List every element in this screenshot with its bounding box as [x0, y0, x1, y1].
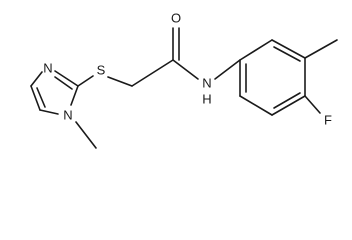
bond-c4-c5-double	[36, 87, 46, 108]
bond-c2-s	[77, 75, 94, 87]
bond-c2-n3	[54, 70, 79, 87]
bond-s-ch2	[107, 76, 133, 87]
bond-ar2-ar3-double	[273, 46, 301, 62]
bond-n-aryl	[214, 59, 241, 80]
atom-label-nh-h: H	[202, 91, 211, 106]
atom-labels: N N S O N H F	[43, 10, 332, 127]
atom-label-n-methyl: N	[63, 107, 72, 122]
bond-ch2-carbonyl	[131, 59, 174, 87]
bond-c2-n3-double	[54, 76, 73, 90]
bond-n1-methyl	[75, 121, 97, 149]
atom-label-sulfur: S	[97, 62, 106, 77]
bond-ar4-f	[304, 95, 321, 114]
atom-label-n-imine: N	[43, 60, 52, 75]
bond-ar5-ar6	[239, 95, 273, 116]
bond-ar2-ar3	[271, 39, 306, 59]
atom-label-nh-n: N	[202, 75, 211, 90]
bonds	[30, 27, 338, 149]
bond-ar4-ar5-double	[273, 92, 301, 109]
bond-carbonyl-n	[172, 59, 199, 80]
bond-n1-c2	[70, 85, 79, 106]
chemical-structure: N N S O N H F	[30, 10, 338, 149]
bond-c5-n1	[39, 109, 59, 115]
bond-ar1-ar2	[239, 39, 273, 61]
atom-label-oxygen: O	[171, 10, 181, 25]
atom-label-fluorine: F	[324, 112, 332, 127]
bond-c4-c5	[30, 85, 41, 111]
bond-ar4-ar5	[271, 95, 306, 116]
bond-n3-c4	[30, 71, 43, 87]
bond-ar3-methyl	[304, 39, 338, 59]
